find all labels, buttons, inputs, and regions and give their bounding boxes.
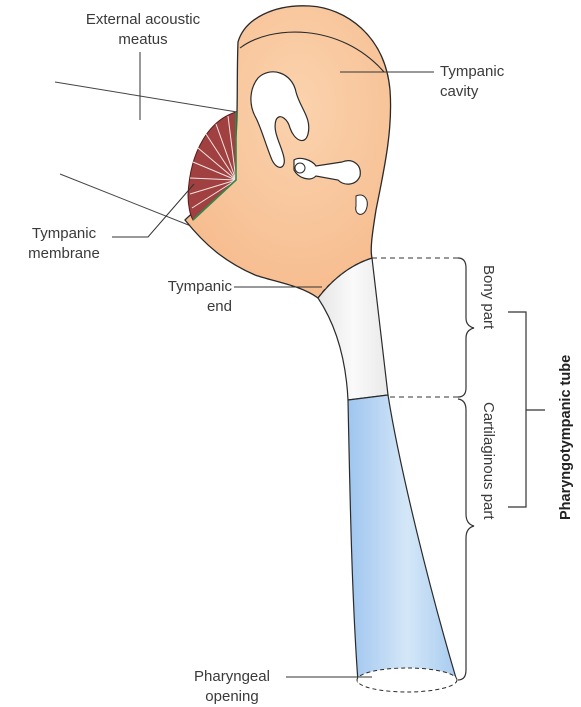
label-line: meatus — [58, 30, 228, 50]
label-line: end — [140, 297, 232, 317]
label-pharyngeal-opening: Pharyngeal opening — [180, 667, 284, 707]
label-line: Tympanic — [14, 224, 114, 244]
label-line: Tympanic — [440, 62, 504, 82]
label-line: cavity — [440, 82, 504, 102]
label-line: membrane — [14, 244, 114, 264]
label-cartilaginous-part: Cartilaginous part — [480, 402, 497, 520]
stapes-head — [295, 163, 305, 173]
label-line: opening — [180, 687, 284, 707]
bony-part-brace — [458, 258, 474, 397]
label-tympanic-membrane: Tympanic membrane — [14, 224, 114, 264]
meatus-lower-edge — [60, 174, 196, 228]
whole-tube-bracket — [508, 312, 545, 507]
label-external-acoustic-meatus: External acoustic meatus — [58, 10, 228, 50]
cartilage-tube-shape — [348, 395, 456, 682]
pharyngeal-opening-shape — [357, 668, 457, 692]
label-tympanic-cavity: Tympanic cavity — [440, 62, 504, 102]
label-tympanic-end: Tympanic end — [140, 277, 232, 317]
cartilaginous-part-brace — [458, 399, 474, 680]
label-line: Pharyngeal — [180, 667, 284, 687]
label-line: Tympanic — [140, 277, 232, 297]
meatus-upper-edge — [55, 82, 237, 112]
label-bony-part: Bony part — [480, 265, 497, 329]
stapes-footplate — [356, 195, 368, 214]
label-pharyngotympanic-tube: Pharyngotympanic tube — [558, 355, 574, 520]
label-line: External acoustic — [58, 10, 228, 30]
